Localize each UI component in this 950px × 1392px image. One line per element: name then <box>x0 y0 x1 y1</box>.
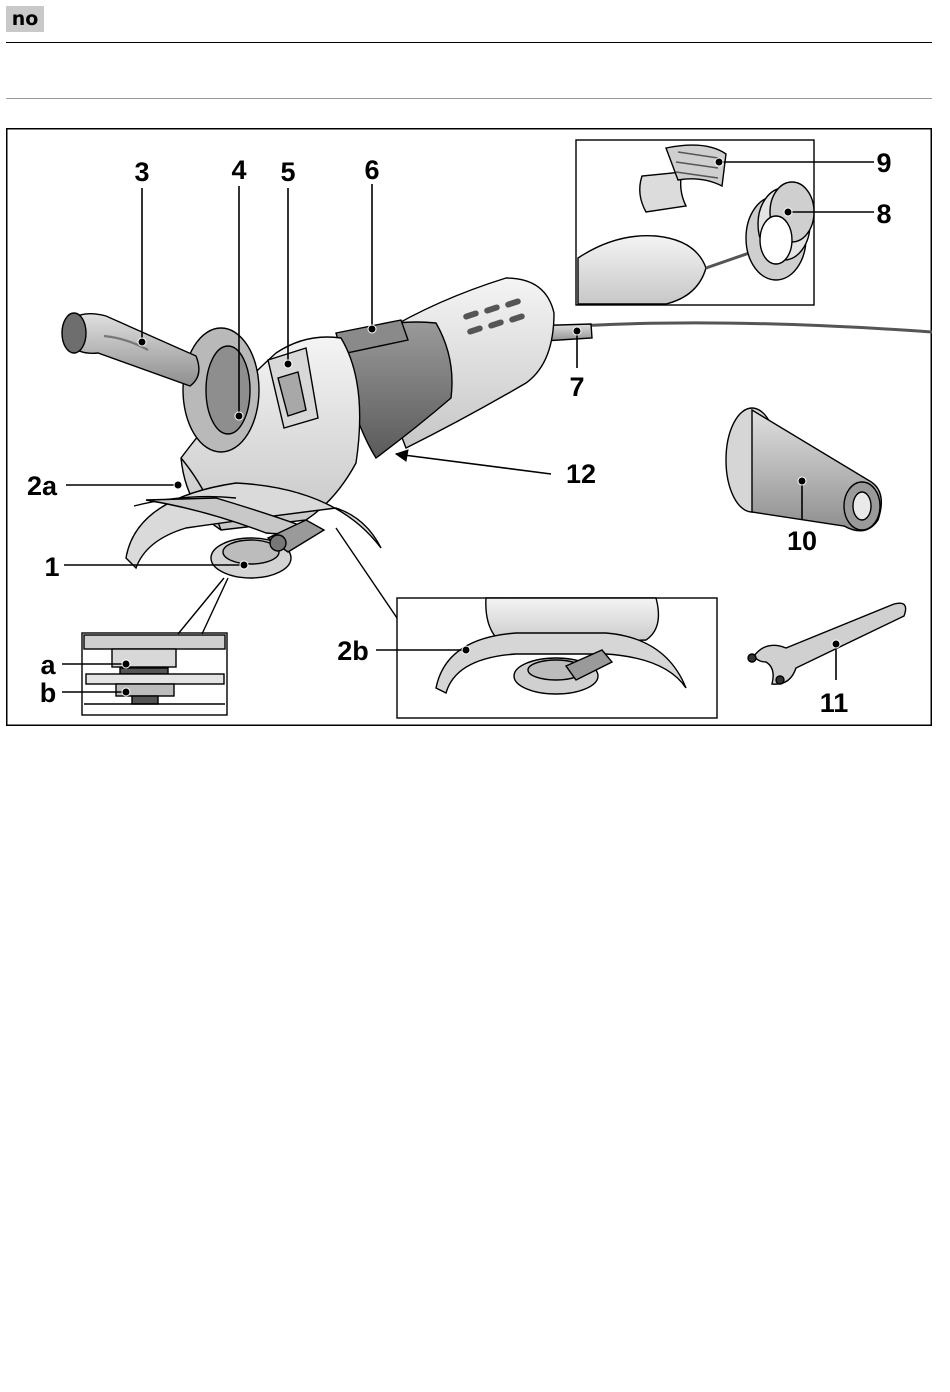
label-b: b <box>40 678 57 708</box>
label-2b: 2b <box>337 636 369 666</box>
label-2a: 2a <box>27 471 58 501</box>
label-12: 12 <box>566 459 596 489</box>
label-8: 8 <box>876 199 891 229</box>
label-11: 11 <box>820 688 849 718</box>
label-a: a <box>40 650 56 680</box>
label-5: 5 <box>280 157 295 187</box>
label-4: 4 <box>231 155 246 185</box>
product-illustration: 3 4 5 6 9 8 7 2a 12 10 1 2b a b 11 <box>6 128 932 726</box>
label-3: 3 <box>134 157 149 187</box>
label-9: 9 <box>876 148 891 178</box>
header-rule <box>6 42 932 43</box>
inset-dust-extraction <box>576 140 814 305</box>
label-10: 10 <box>787 526 817 556</box>
section-rule <box>6 98 932 99</box>
label-7: 7 <box>569 372 584 402</box>
language-badge: no <box>6 6 44 32</box>
label-6: 6 <box>364 155 379 185</box>
label-1: 1 <box>44 552 59 582</box>
